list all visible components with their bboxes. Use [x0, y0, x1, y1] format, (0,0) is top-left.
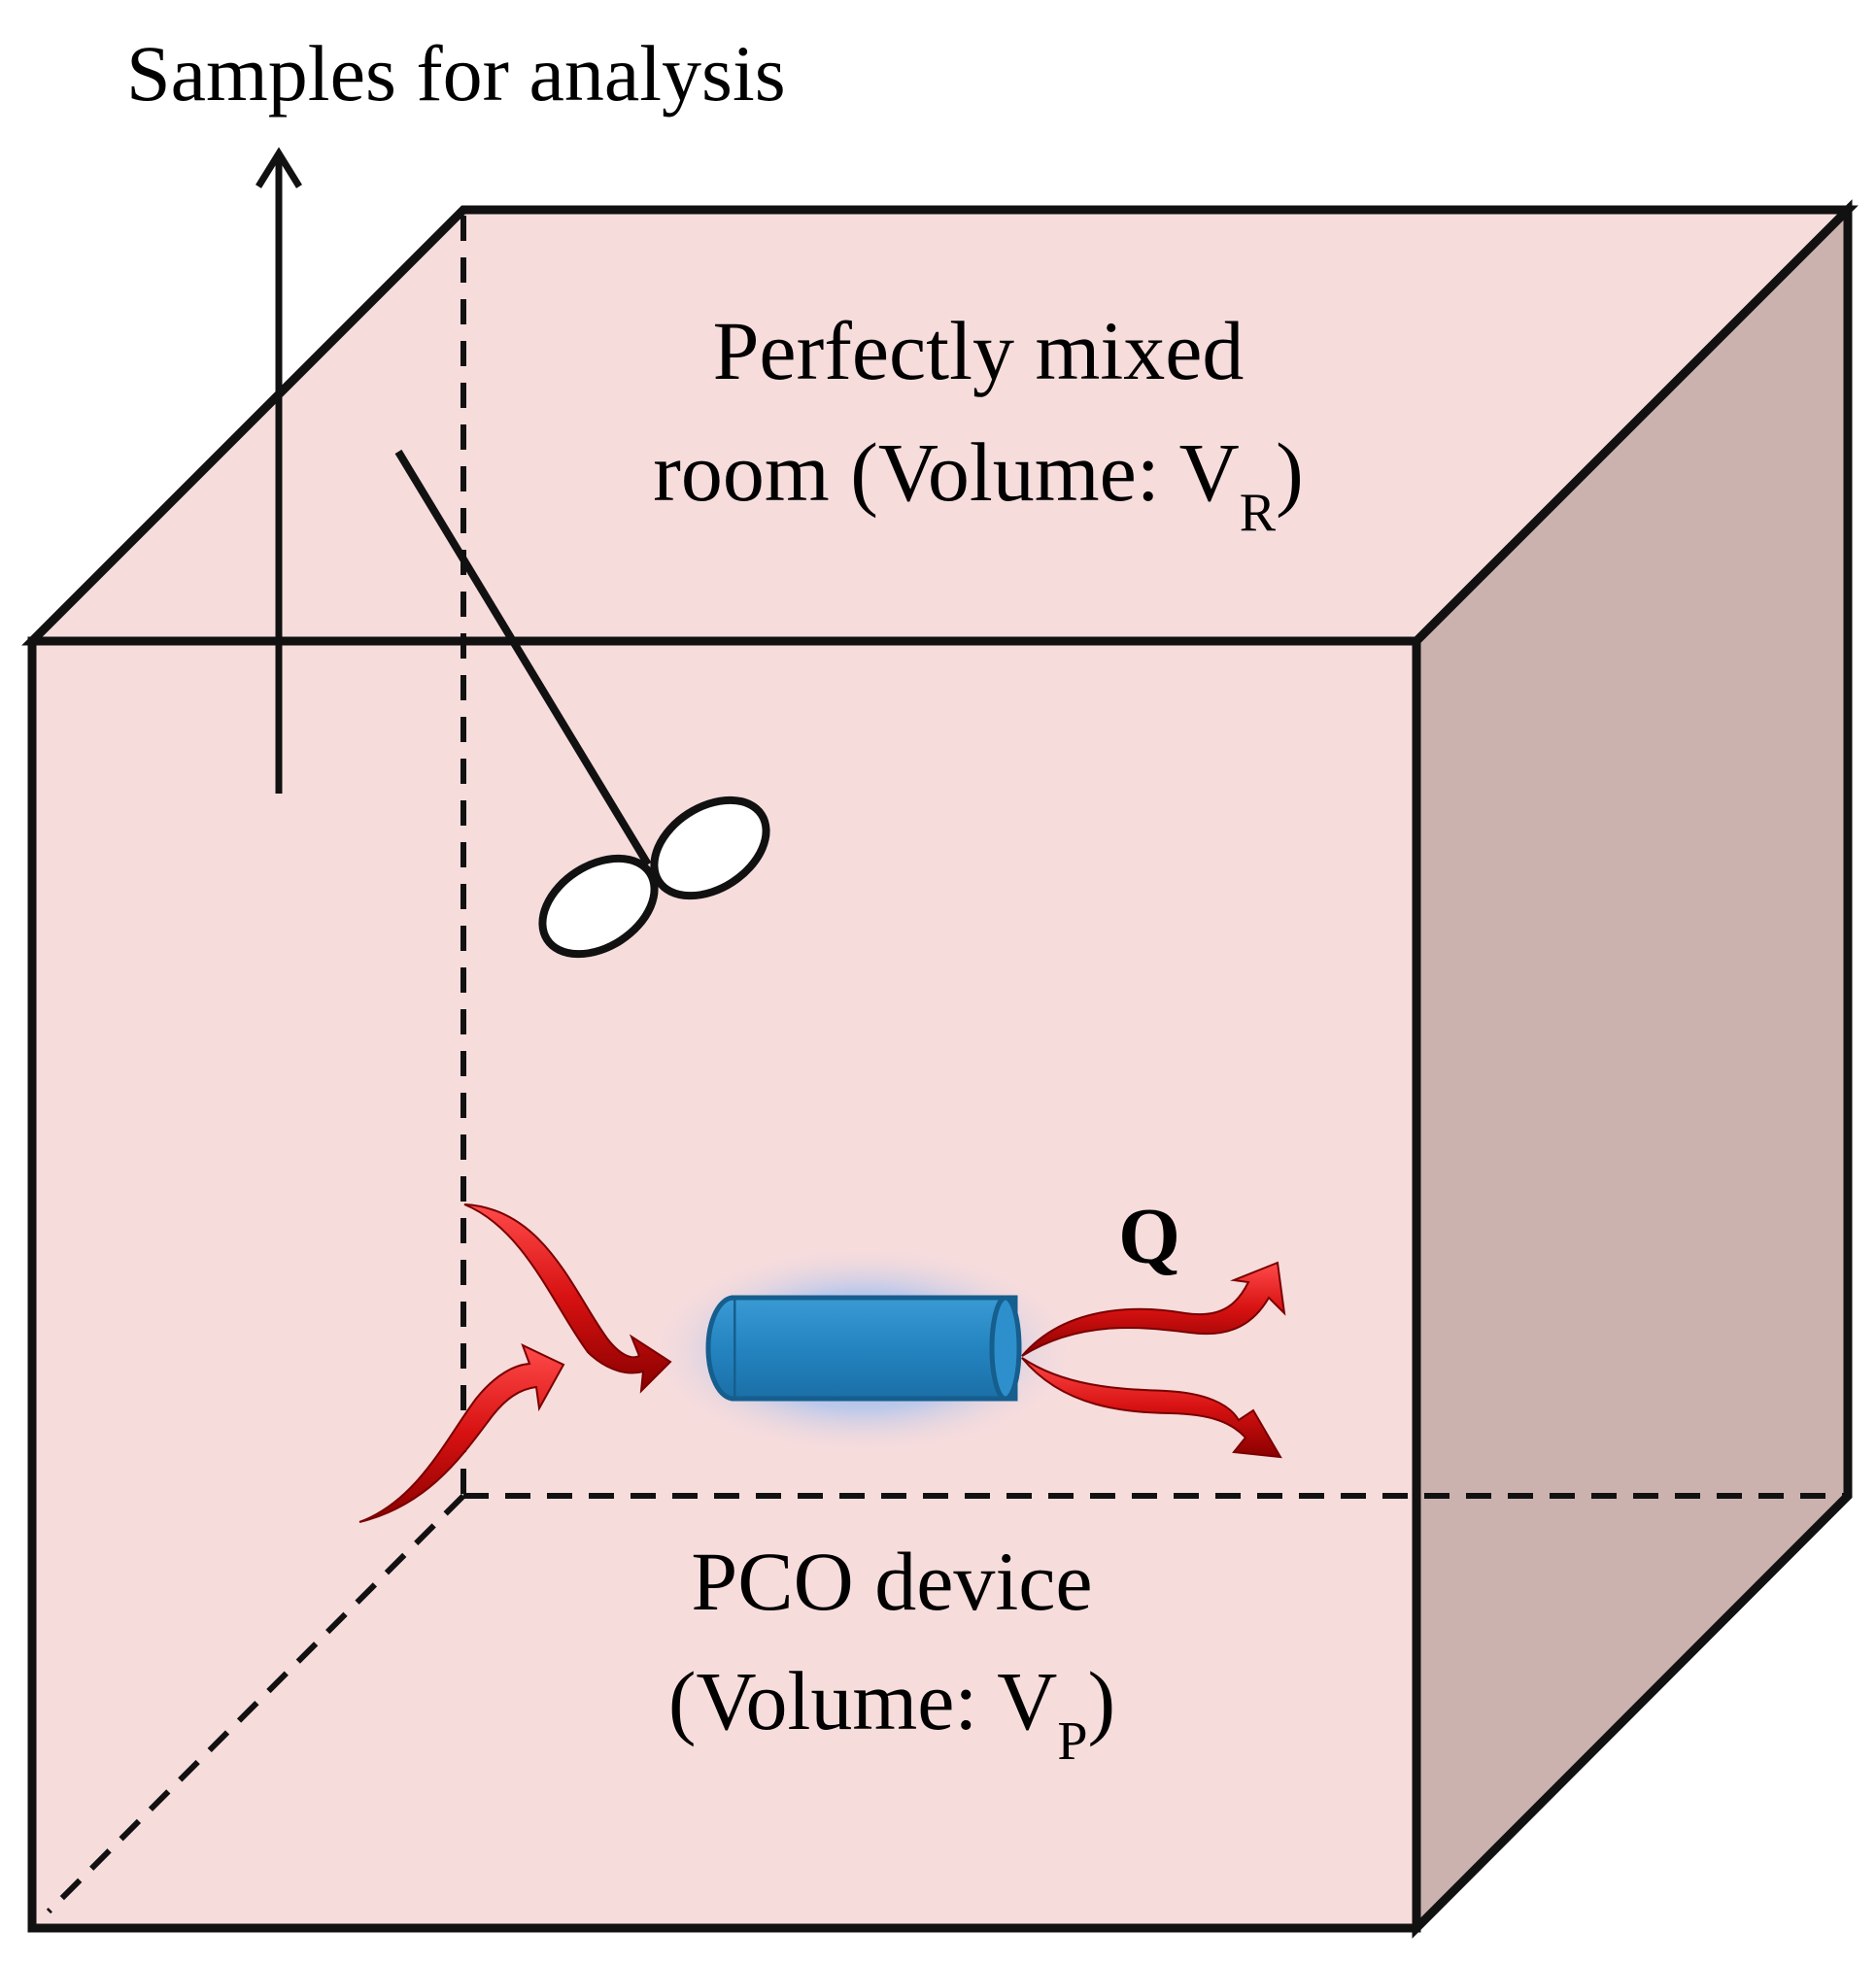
inflow-arrow-top	[463, 1203, 672, 1394]
curved-arrow-icon	[358, 1203, 672, 1523]
device-right-cap	[989, 1295, 1022, 1402]
hidden-edges	[46, 216, 1848, 1914]
sampling-label: Samples for analysis	[126, 29, 786, 118]
curved-arrow-icon	[1021, 1261, 1286, 1459]
hidden-edge-depth	[46, 1493, 466, 1914]
outflow-arrow-bottom	[1021, 1357, 1282, 1459]
cylinder-icon	[644, 1243, 1081, 1457]
mixing-fan-icon	[394, 449, 770, 959]
up-arrow-icon	[256, 147, 302, 794]
device-body	[731, 1295, 1018, 1402]
room-label-line2: room (Volume: VR)	[653, 425, 1304, 543]
room-label-line1: Perfectly mixed	[713, 304, 1245, 397]
inflow-arrow-bottom	[358, 1343, 565, 1523]
outflow-arrow-top	[1021, 1261, 1286, 1357]
device-left-cap	[705, 1295, 734, 1402]
device-label-line1: PCO device	[691, 1535, 1092, 1628]
flow-label: Q	[1118, 1192, 1180, 1280]
device-label-line2: (Volume: VP)	[668, 1654, 1115, 1772]
